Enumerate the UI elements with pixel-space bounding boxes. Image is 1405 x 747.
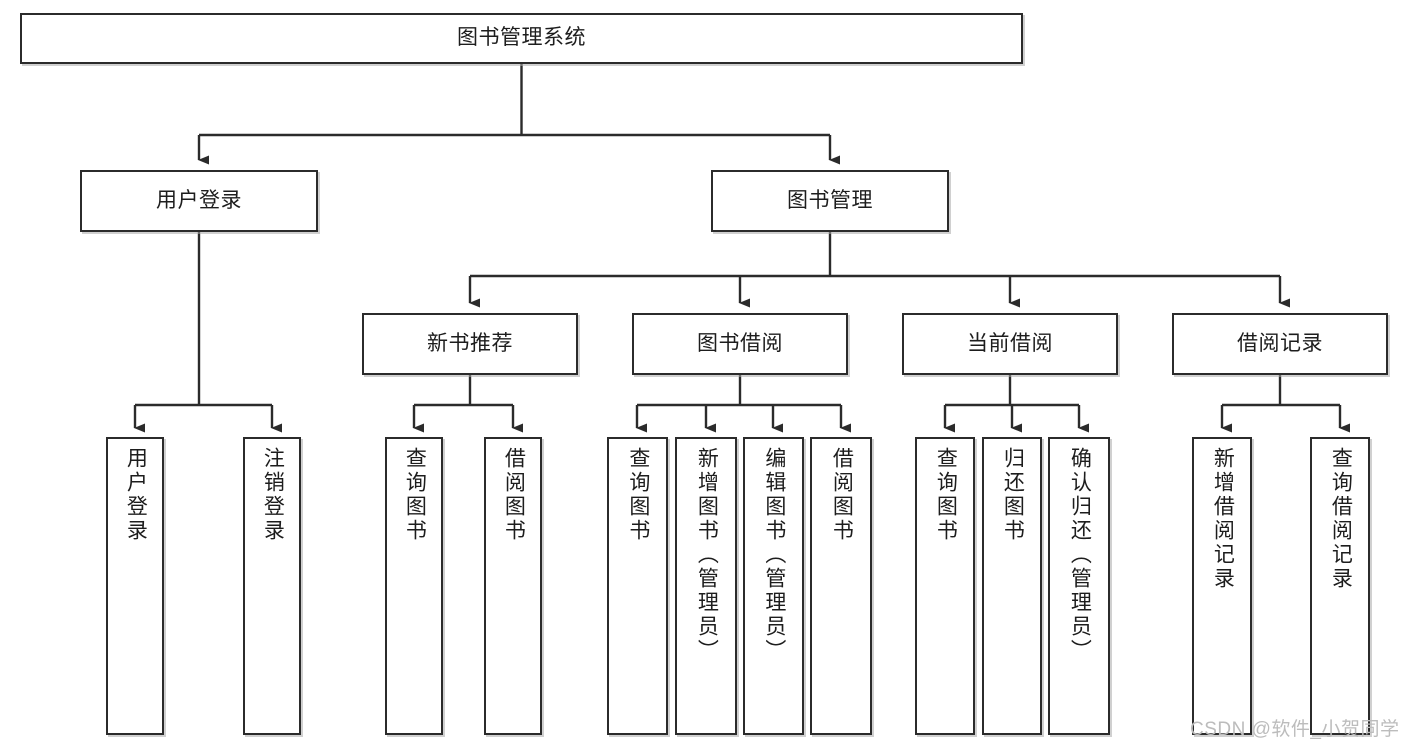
connectors-currentborrow-to-leaves — [943, 375, 1089, 433]
connectors-newbook-to-leaves — [412, 375, 523, 433]
node-leaf-confirm-return-admin[interactable]: 确认归还（管理员） — [1048, 437, 1110, 735]
node-leaf-borrow-book-2-label: 借阅图书 — [830, 447, 854, 543]
node-leaf-query-book-2[interactable]: 查询图书 — [607, 437, 668, 735]
node-leaf-confirm-return-admin-label: 确认归还（管理员） — [1068, 447, 1092, 663]
node-leaf-user-login-label: 用户登录 — [124, 447, 148, 543]
connectors-bookmgmt-to-level3 — [468, 232, 1290, 308]
node-level2-user-login[interactable]: 用户登录 — [80, 170, 318, 232]
node-leaf-query-book-1-label: 查询图书 — [403, 447, 427, 543]
node-leaf-edit-book-admin-label: 编辑图书（管理员） — [762, 447, 786, 663]
node-level3-borrow-record[interactable]: 借阅记录 — [1172, 313, 1388, 375]
node-leaf-logout-label: 注销登录 — [261, 447, 285, 543]
node-leaf-query-borrow-record[interactable]: 查询借阅记录 — [1310, 437, 1370, 735]
node-root[interactable]: 图书管理系统 — [20, 13, 1023, 64]
node-level3-new-book-recommend-label: 新书推荐 — [427, 331, 513, 355]
node-root-label: 图书管理系统 — [457, 26, 586, 50]
node-leaf-return-book[interactable]: 归还图书 — [982, 437, 1042, 735]
node-leaf-add-book-admin-label: 新增图书（管理员） — [695, 447, 719, 663]
node-level2-book-management-label: 图书管理 — [787, 188, 873, 212]
node-leaf-query-book-2-label: 查询图书 — [626, 447, 650, 543]
node-leaf-logout[interactable]: 注销登录 — [243, 437, 301, 735]
node-level2-book-management[interactable]: 图书管理 — [711, 170, 949, 232]
connectors-root-to-level2 — [197, 64, 840, 165]
node-leaf-query-book-1[interactable]: 查询图书 — [385, 437, 443, 735]
node-level3-current-borrow[interactable]: 当前借阅 — [902, 313, 1118, 375]
node-leaf-borrow-book-2[interactable]: 借阅图书 — [810, 437, 872, 735]
node-level3-book-borrow-label: 图书借阅 — [697, 331, 783, 355]
node-leaf-add-borrow-record-label: 新增借阅记录 — [1211, 447, 1235, 591]
node-leaf-borrow-book-1-label: 借阅图书 — [502, 447, 526, 543]
node-level3-book-borrow[interactable]: 图书借阅 — [632, 313, 848, 375]
node-leaf-query-book-3-label: 查询图书 — [934, 447, 958, 543]
node-level3-borrow-record-label: 借阅记录 — [1237, 331, 1323, 355]
node-level3-current-borrow-label: 当前借阅 — [967, 331, 1053, 355]
node-level2-user-login-label: 用户登录 — [156, 188, 242, 212]
node-leaf-borrow-book-1[interactable]: 借阅图书 — [484, 437, 542, 735]
connectors-bookborrow-to-leaves — [635, 375, 851, 433]
node-leaf-user-login[interactable]: 用户登录 — [106, 437, 164, 735]
node-leaf-add-book-admin[interactable]: 新增图书（管理员） — [675, 437, 737, 735]
connectors-borrowrecord-to-leaves — [1220, 375, 1350, 433]
node-leaf-add-borrow-record[interactable]: 新增借阅记录 — [1192, 437, 1252, 735]
node-leaf-query-book-3[interactable]: 查询图书 — [915, 437, 975, 735]
node-leaf-edit-book-admin[interactable]: 编辑图书（管理员） — [743, 437, 804, 735]
connectors-userlogin-to-leaves — [133, 232, 282, 433]
node-leaf-query-borrow-record-label: 查询借阅记录 — [1329, 447, 1353, 591]
node-level3-new-book-recommend[interactable]: 新书推荐 — [362, 313, 578, 375]
node-leaf-return-book-label: 归还图书 — [1001, 447, 1025, 543]
